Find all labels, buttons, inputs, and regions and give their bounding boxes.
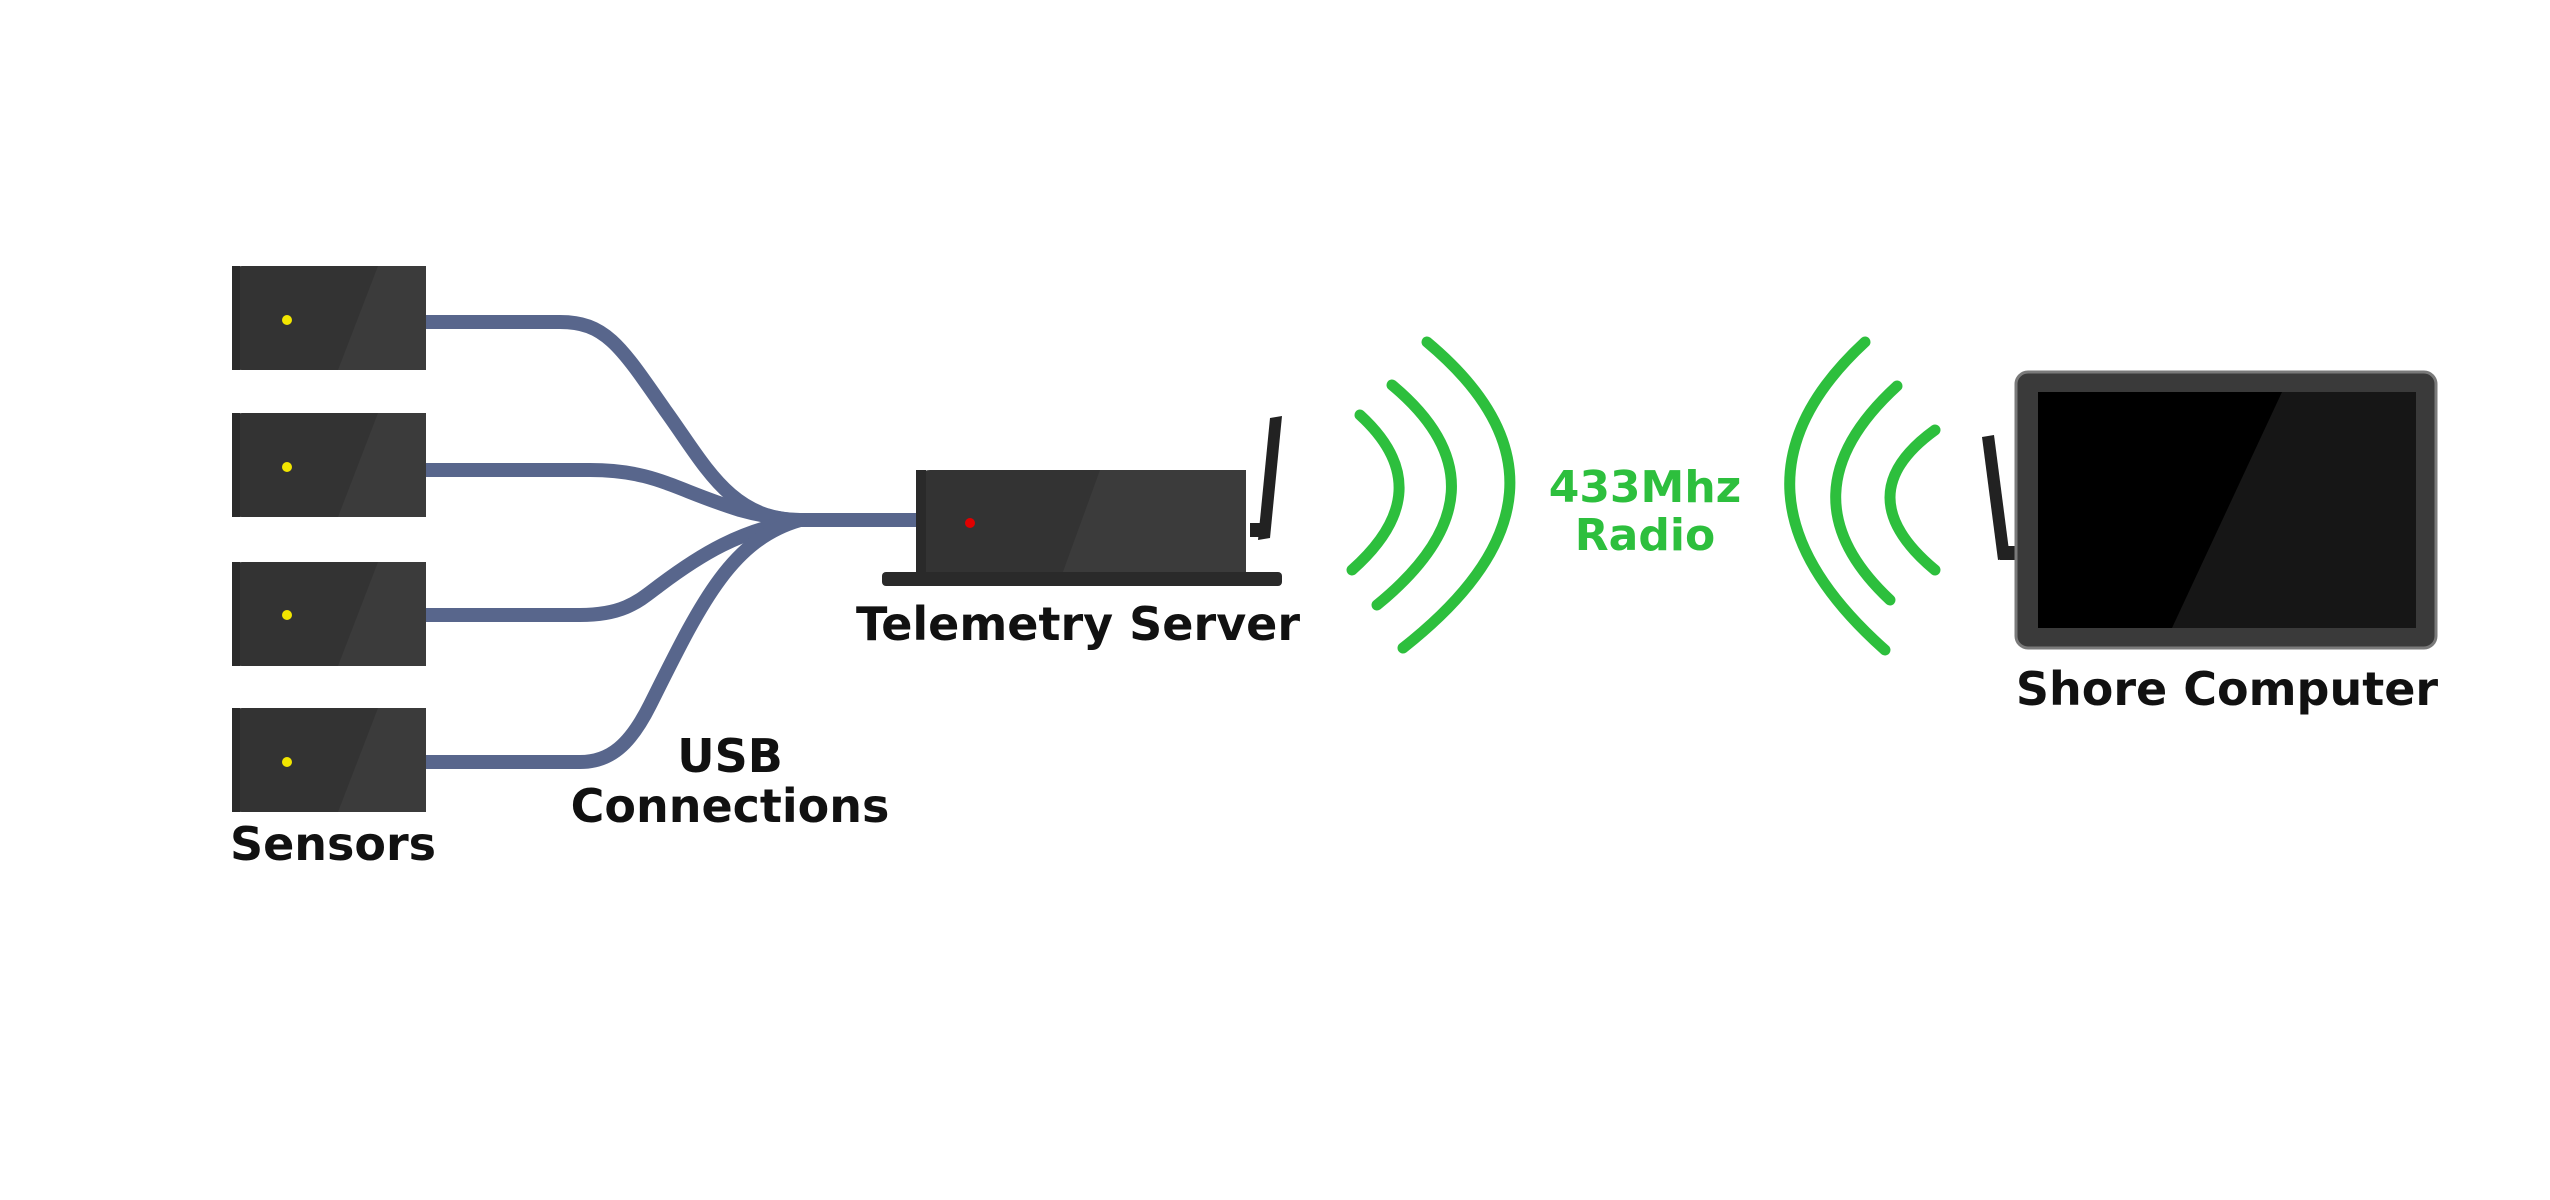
computer-antenna-icon xyxy=(1982,435,2010,560)
sensor-3 xyxy=(232,562,426,666)
server-led xyxy=(965,518,975,528)
computer-radio-waves-icon xyxy=(1784,336,1941,656)
shore-computer xyxy=(1982,370,2438,650)
radio-label-line1: 433Mhz xyxy=(1549,462,1742,513)
usb-label-line1: USB xyxy=(677,729,783,783)
sensor-4 xyxy=(232,708,426,812)
usb-label-line2: Connections xyxy=(571,779,890,833)
sensor-2 xyxy=(232,413,426,517)
server-radio-waves-icon xyxy=(1346,336,1516,654)
sensor-led-1 xyxy=(282,315,292,325)
sensor-led-4 xyxy=(282,757,292,767)
telemetry-server-label: Telemetry Server xyxy=(856,597,1300,651)
radio-label-line2: Radio xyxy=(1575,510,1715,561)
usb-cable-3 xyxy=(413,513,807,622)
sensor-led-3 xyxy=(282,610,292,620)
sensor-1 xyxy=(232,266,426,370)
usb-cables xyxy=(413,315,927,769)
shore-computer-label: Shore Computer xyxy=(2016,662,2439,716)
usb-cable-2 xyxy=(413,463,807,527)
telemetry-server xyxy=(882,416,1282,586)
usb-cable-4 xyxy=(413,513,807,769)
sensor-led-2 xyxy=(282,462,292,472)
server-antenna-icon xyxy=(1258,416,1282,540)
sensors-label: Sensors xyxy=(230,817,436,871)
